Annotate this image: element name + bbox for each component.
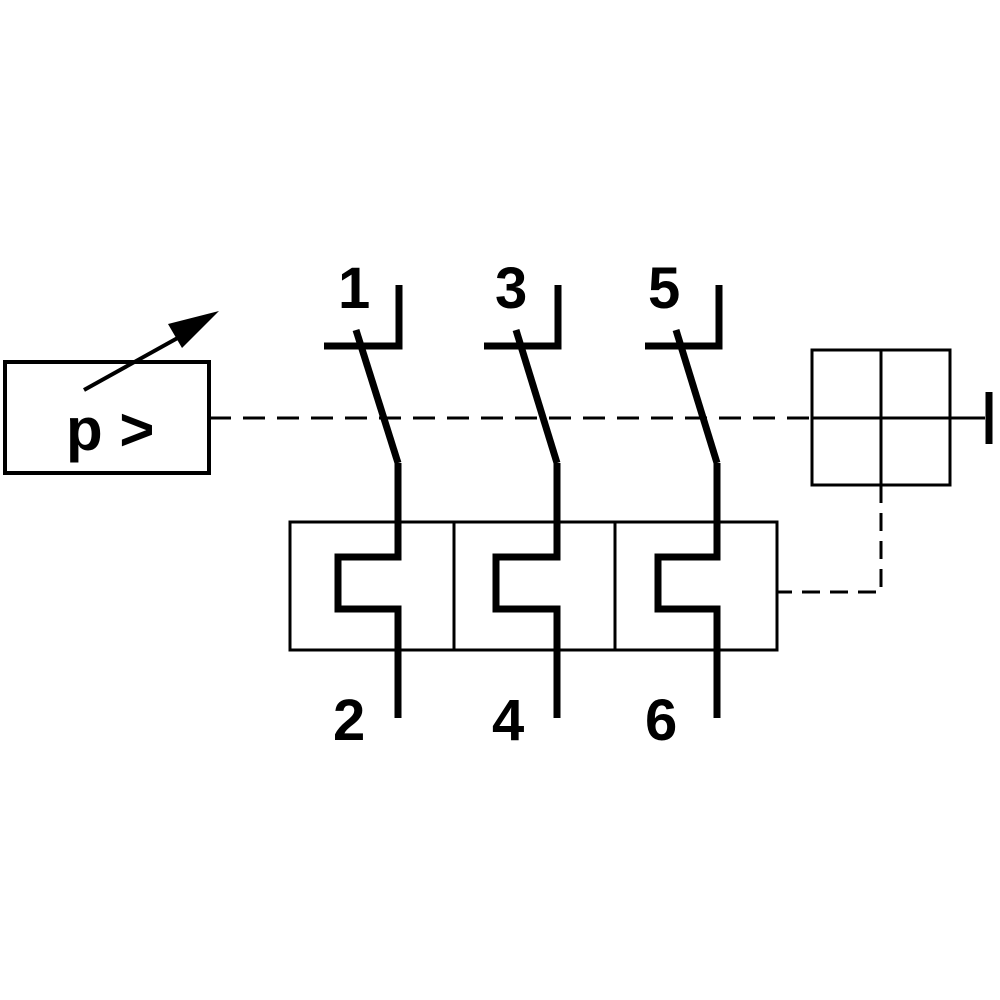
thermal-trip-block bbox=[288, 520, 779, 652]
terminal-label-6: 6 bbox=[645, 688, 677, 753]
pole-2 bbox=[484, 285, 562, 718]
pressure-switch: p > bbox=[3, 311, 219, 475]
pole-2-top-contact bbox=[484, 285, 562, 350]
pole-1 bbox=[324, 285, 403, 718]
terminal-label-2: 2 bbox=[333, 688, 365, 753]
thermal-trip-outer-box bbox=[288, 520, 779, 652]
pole-3-top-contact bbox=[645, 285, 723, 350]
adjustable-arrow-head bbox=[168, 311, 219, 348]
pole-2-thermal-element bbox=[492, 463, 561, 718]
pressure-switch-label: p > bbox=[66, 396, 154, 463]
terminal-label-3: 3 bbox=[495, 256, 527, 321]
pole-3-thermal-element bbox=[654, 463, 721, 718]
pole-3 bbox=[645, 285, 723, 718]
terminal-label-5: 5 bbox=[648, 256, 680, 321]
terminal-label-1: 1 bbox=[338, 256, 370, 321]
manual-operator-block bbox=[810, 348, 993, 487]
adjustable-arrow-line bbox=[83, 328, 193, 392]
pole-1-switch-blade bbox=[352, 328, 402, 465]
pole-1-top-contact bbox=[324, 285, 403, 350]
pole-3-switch-blade bbox=[672, 328, 721, 465]
pole-2-switch-blade bbox=[512, 328, 561, 465]
pole-1-thermal-element bbox=[334, 463, 402, 718]
trip-linkage-dashed bbox=[777, 485, 883, 594]
terminal-label-4: 4 bbox=[492, 688, 524, 753]
